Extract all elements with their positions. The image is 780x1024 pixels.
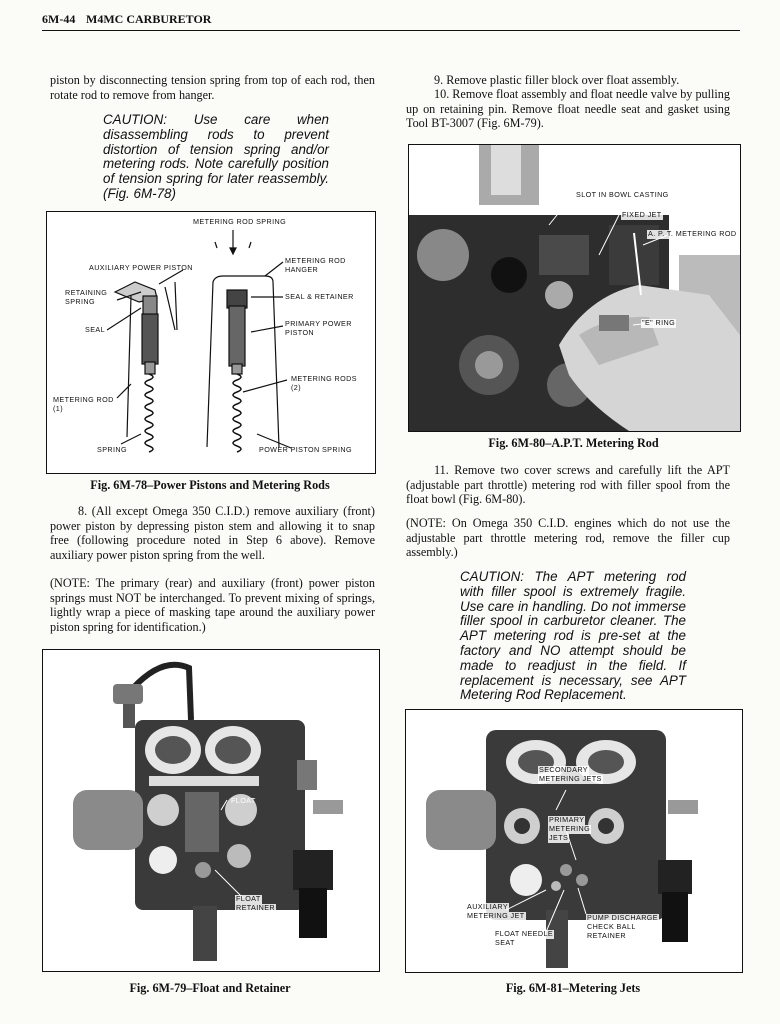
caution-rods: CAUTION: Use care when disassembling rod… xyxy=(103,112,329,201)
label-auxiliary-metering-jet-1: AUXILIARY xyxy=(466,902,510,912)
section-title: M4MC CARBURETOR xyxy=(86,12,212,26)
label-primary-metering-jets-2: METERING xyxy=(548,824,592,834)
step-9: 9. Remove plastic filler block over floa… xyxy=(434,73,680,87)
step-11: 11. Remove two cover screws and carefull… xyxy=(406,463,730,506)
label-float-retainer-2: RETAINER xyxy=(235,903,277,913)
label-metering-rod-hanger-1: METERING ROD xyxy=(285,256,346,265)
label-metering-rods-2-1: METERING RODS xyxy=(291,374,357,383)
label-float-needle-seat-2: SEAT xyxy=(494,938,516,948)
label-power-piston-spring: POWER PISTON SPRING xyxy=(259,445,352,454)
label-metering-rod-1-2: (1) xyxy=(53,404,63,413)
label-primary-power-piston-2: PISTON xyxy=(285,328,315,337)
label-metering-rod-1-1: METERING ROD xyxy=(53,395,114,404)
page-number: 6M-44 xyxy=(42,12,76,26)
figure-6m-80: SLOT IN BOWL CASTING FIXED JET A. P. T. … xyxy=(408,144,741,432)
label-fixed-jet: FIXED JET xyxy=(621,210,663,220)
step-10: 10. Remove float assembly and float need… xyxy=(406,87,730,130)
label-float: FLOAT xyxy=(231,796,256,805)
label-retaining-spring-1: RETAINING xyxy=(65,288,108,297)
label-spring: SPRING xyxy=(97,445,127,454)
label-pump-discharge-3: RETAINER xyxy=(586,931,628,941)
label-float-retainer-1: FLOAT xyxy=(235,894,262,904)
caption-fig-6m-79: Fig. 6M-79–Float and Retainer xyxy=(129,981,291,995)
label-primary-metering-jets-3: JETS xyxy=(548,833,570,843)
caption-fig-6m-78: Fig. 6M-78–Power Pistons and Metering Ro… xyxy=(90,478,330,492)
apt-metering-rod-photo xyxy=(409,145,740,431)
label-secondary-metering-jets-1: SECONDARY xyxy=(538,765,589,775)
label-float-needle-seat-1: FLOAT NEEDLE xyxy=(494,929,555,939)
label-primary-power-piston-1: PRIMARY POWER xyxy=(285,319,352,328)
label-auxiliary-metering-jet-2: METERING JET xyxy=(466,911,526,921)
label-primary-metering-jets-1: PRIMARY xyxy=(548,815,586,825)
metering-jets-photo xyxy=(406,710,742,972)
label-auxiliary-power-piston: AUXILIARY POWER PISTON xyxy=(89,263,193,272)
figure-6m-79: FLOAT FLOAT RETAINER xyxy=(42,649,380,972)
figure-6m-81: SECONDARY METERING JETS PRIMARY METERING… xyxy=(405,709,743,973)
label-slot-in-bowl-casting: SLOT IN BOWL CASTING xyxy=(575,190,670,200)
label-secondary-metering-jets-2: METERING JETS xyxy=(538,774,603,784)
label-seal-retainer: SEAL & RETAINER xyxy=(285,292,354,301)
figure-6m-78: METERING ROD SPRING AUXILIARY POWER PIST… xyxy=(46,211,376,474)
label-apt-metering-rod: A. P. T. METERING ROD xyxy=(647,229,738,239)
label-seal: SEAL xyxy=(85,325,105,334)
power-pistons-illustration xyxy=(106,230,292,453)
step-8: 8. (All except Omega 350 C.I.D.) remove … xyxy=(50,504,375,562)
label-retaining-spring-2: SPRING xyxy=(65,297,95,306)
caution-apt-rod: CAUTION: The APT metering rod with fille… xyxy=(460,569,686,703)
label-metering-rod-hanger-2: HANGER xyxy=(285,265,319,274)
float-and-retainer-photo xyxy=(43,650,379,971)
label-pump-discharge-1: PUMP DISCHARGE xyxy=(586,913,659,923)
note-power-piston-springs: (NOTE: The primary (rear) and auxiliary … xyxy=(50,576,375,634)
caption-fig-6m-80: Fig. 6M-80–A.P.T. Metering Rod xyxy=(488,436,659,450)
label-e-ring: "E" RING xyxy=(641,318,677,328)
page-header: 6M-44 M4MC CARBURETOR xyxy=(42,8,740,31)
paragraph-continued: piston by disconnecting tension spring f… xyxy=(50,73,375,102)
note-omega-350: (NOTE: On Omega 350 C.I.D. engines which… xyxy=(406,516,730,559)
caption-fig-6m-81: Fig. 6M-81–Metering Jets xyxy=(505,981,641,995)
label-metering-rod-spring: METERING ROD SPRING xyxy=(193,217,287,226)
label-metering-rods-2-2: (2) xyxy=(291,383,301,392)
label-pump-discharge-2: CHECK BALL xyxy=(586,922,637,932)
